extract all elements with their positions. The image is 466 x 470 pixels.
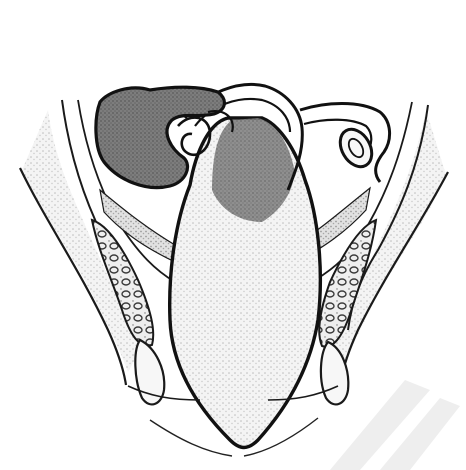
- ovary-right: [334, 124, 378, 173]
